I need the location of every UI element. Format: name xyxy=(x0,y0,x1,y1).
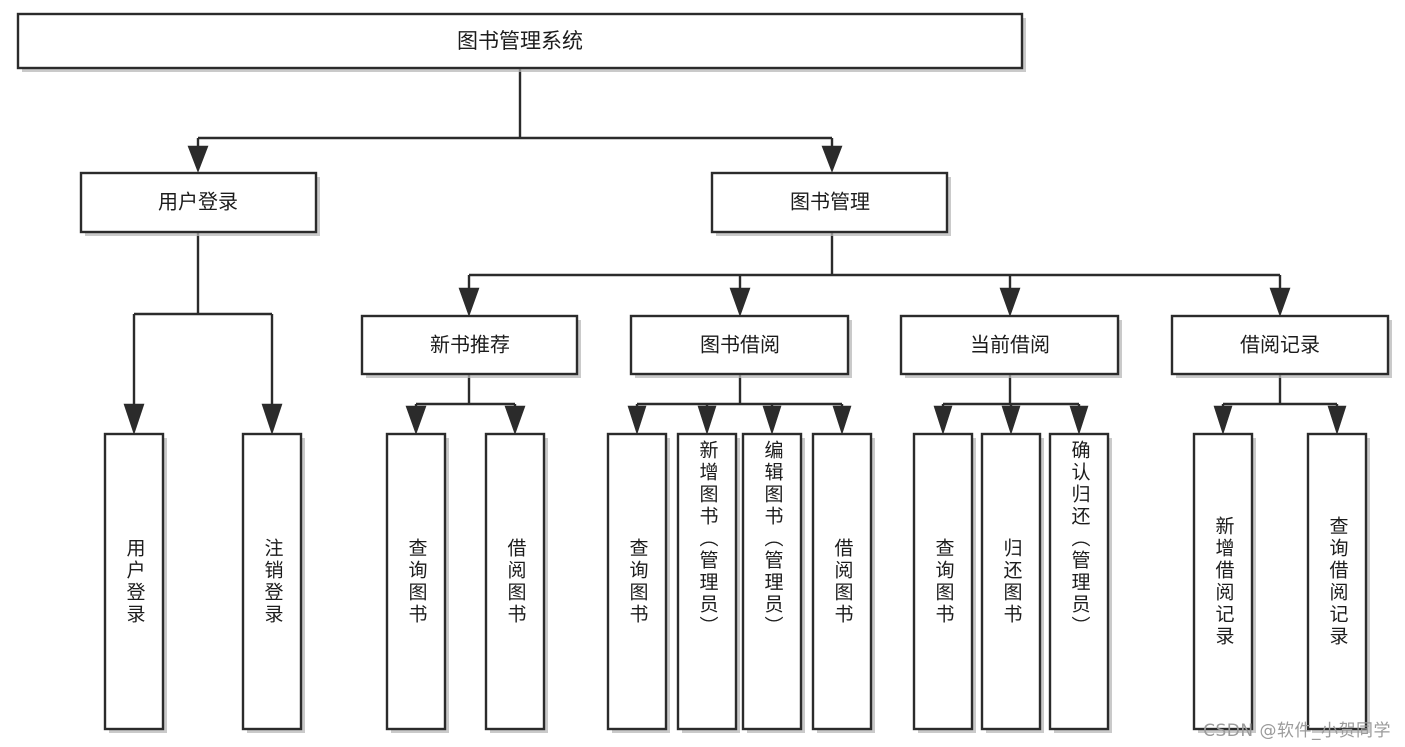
arrowhead-borrow-records xyxy=(1269,287,1291,317)
node-book-management-label: 图书管理 xyxy=(790,190,870,214)
leaf-current-borrow-2[interactable] xyxy=(980,432,1044,733)
arrowhead-newbook-leaf-2 xyxy=(504,405,526,435)
leaf-book-borrow-4-rect[interactable] xyxy=(811,432,873,731)
node-current-borrow[interactable]: 当前借阅 xyxy=(899,314,1122,378)
node-borrow-records-rect[interactable] xyxy=(1170,314,1390,376)
leaf-book-borrow-4[interactable] xyxy=(811,432,875,733)
node-current-borrow-label: 当前借阅 xyxy=(970,333,1050,357)
leaf-user-login-1[interactable] xyxy=(103,432,167,733)
arrowhead-borrowrecords-leaf-1 xyxy=(1213,405,1233,435)
arrowhead-user-login xyxy=(187,145,209,173)
arrowhead-leaf-user-login xyxy=(123,403,145,435)
node-new-book-recommend-rect[interactable] xyxy=(360,314,579,376)
node-new-book-recommend[interactable]: 新书推荐 xyxy=(360,314,581,378)
node-current-borrow-rect[interactable] xyxy=(899,314,1120,376)
node-new-book-recommend-label: 新书推荐 xyxy=(430,333,510,357)
arrowhead-borrowrecords-leaf-2 xyxy=(1327,405,1347,435)
arrowhead-bookborrow-leaf-1 xyxy=(627,405,647,435)
node-book-borrow-rect[interactable] xyxy=(629,314,850,376)
leaf-borrow-records-2-rect[interactable] xyxy=(1306,432,1368,731)
leaf-current-borrow-2-rect[interactable] xyxy=(980,432,1042,731)
leaf-book-borrow-1-rect[interactable] xyxy=(606,432,668,731)
node-book-borrow[interactable]: 图书借阅 xyxy=(629,314,852,378)
arrowhead-book-mgmt xyxy=(821,145,843,173)
node-user-login-label: 用户登录 xyxy=(158,190,238,214)
node-root-rect[interactable] xyxy=(16,12,1024,70)
node-book-management-rect[interactable] xyxy=(710,171,949,234)
leaf-new-book-1-rect[interactable] xyxy=(385,432,447,731)
leaf-book-borrow-3-rect[interactable] xyxy=(741,432,803,731)
leaf-new-book-2[interactable] xyxy=(484,432,548,733)
arrowhead-current-borrow xyxy=(999,287,1021,317)
arrowhead-currentborrow-leaf-1 xyxy=(933,405,953,435)
arrowhead-currentborrow-leaf-3 xyxy=(1069,405,1089,435)
leaf-book-borrow-3[interactable] xyxy=(741,432,805,733)
arrowhead-bookborrow-leaf-2 xyxy=(697,405,717,435)
leaf-book-borrow-2-rect[interactable] xyxy=(676,432,738,731)
node-user-login[interactable]: 用户登录 xyxy=(79,171,320,236)
leaf-borrow-records-1-rect[interactable] xyxy=(1192,432,1254,731)
leaf-user-login-2[interactable] xyxy=(241,432,305,733)
leaf-borrow-records-1[interactable] xyxy=(1192,432,1256,733)
leaf-user-login-1-rect[interactable] xyxy=(103,432,165,731)
leaf-book-borrow-2[interactable] xyxy=(676,432,740,733)
leaf-book-borrow-1[interactable] xyxy=(606,432,670,733)
leaf-current-borrow-3-rect[interactable] xyxy=(1048,432,1110,731)
node-book-management[interactable]: 图书管理 xyxy=(710,171,951,236)
arrowhead-book-borrow xyxy=(729,287,751,317)
edge-layer xyxy=(123,68,1347,435)
node-book-borrow-label: 图书借阅 xyxy=(700,333,780,357)
leaf-new-book-1[interactable] xyxy=(385,432,449,733)
arrowhead-new-book xyxy=(458,287,480,317)
leaf-borrow-records-2[interactable] xyxy=(1306,432,1370,733)
node-root[interactable]: 图书管理系统 xyxy=(16,12,1026,72)
node-borrow-records-label: 借阅记录 xyxy=(1240,333,1320,357)
node-borrow-records[interactable]: 借阅记录 xyxy=(1170,314,1392,378)
node-root-label: 图书管理系统 xyxy=(457,29,583,53)
leaf-user-login-2-rect[interactable] xyxy=(241,432,303,731)
node-user-login-rect[interactable] xyxy=(79,171,318,234)
arrowhead-bookborrow-leaf-3 xyxy=(762,405,782,435)
arrowhead-newbook-leaf-1 xyxy=(405,405,427,435)
arrowhead-bookborrow-leaf-4 xyxy=(832,405,852,435)
leaf-current-borrow-3[interactable] xyxy=(1048,432,1112,733)
arrowhead-currentborrow-leaf-2 xyxy=(1001,405,1021,435)
watermark-text: CSDN @软件_小贺同学 xyxy=(1203,721,1391,741)
leaf-current-borrow-1[interactable] xyxy=(912,432,976,733)
leaf-new-book-2-rect[interactable] xyxy=(484,432,546,731)
leaf-current-borrow-1-rect[interactable] xyxy=(912,432,974,731)
arrowhead-leaf-logout xyxy=(261,403,283,435)
